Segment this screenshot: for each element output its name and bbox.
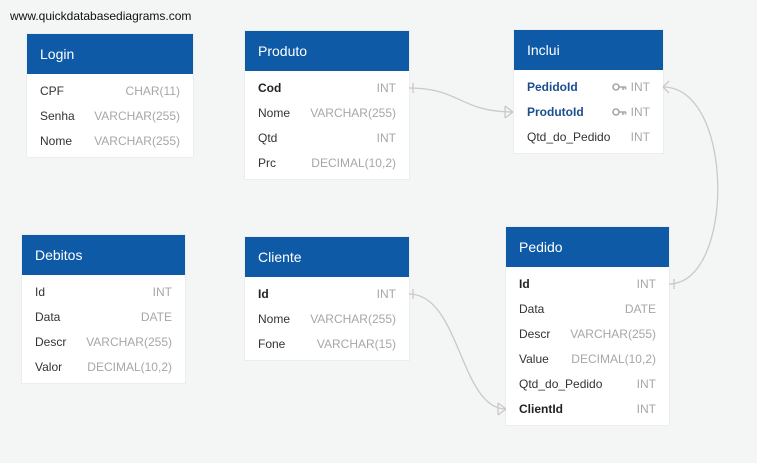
field-row[interactable]: PedidoId INT [514,75,663,100]
field-row[interactable]: Descr VARCHAR(255) [22,330,185,355]
field-name: PedidoId [527,80,578,94]
field-row[interactable]: Cod INT [245,76,409,101]
field-name: CPF [40,84,64,98]
field-name: Descr [519,327,551,341]
link-produto-inclui [408,87,514,113]
field-row[interactable]: CPF CHAR(11) [27,79,193,104]
field-type: DECIMAL(10,2) [87,360,172,374]
field-type: VARCHAR(15) [316,337,396,351]
link-pedido-many-marker [497,402,507,416]
table-title: Debitos [22,235,185,275]
field-type: INT [376,81,396,95]
field-name: Id [519,277,530,291]
table-title: Login [27,34,193,74]
field-type: DATE [140,310,172,324]
table-title: Inclui [514,30,663,70]
field-row[interactable]: Qtd_do_Pedido INT [506,372,669,397]
field-name: ClientId [519,402,563,416]
field-row[interactable]: Fone VARCHAR(15) [245,332,409,357]
field-row[interactable]: Id INT [22,280,185,305]
field-name: Cod [258,81,282,95]
table-cliente[interactable]: Cliente Id INT Nome VARCHAR(255) Fone VARCH… [245,237,409,360]
field-row[interactable]: Nome VARCHAR(255) [245,101,409,126]
field-type: DECIMAL(10,2) [571,352,656,366]
field-type: VARCHAR(255) [94,109,180,123]
field-row[interactable]: Senha VARCHAR(255) [27,104,193,129]
field-name: Value [519,352,549,366]
field-type: INT [152,285,172,299]
key-icon [611,100,627,125]
field-type: INT [630,105,650,119]
field-name: Id [35,285,46,299]
field-type: VARCHAR(255) [310,106,396,120]
field-name: Nome [258,106,291,120]
field-row[interactable]: Data DATE [506,297,669,322]
field-type: INT [636,277,656,291]
field-type: INT [376,131,396,145]
field-row[interactable]: Prc DECIMAL(10,2) [245,151,409,176]
field-row[interactable]: Data DATE [22,305,185,330]
link-cliente-pedido [408,293,507,410]
field-row[interactable]: Id INT [245,282,409,307]
link-pedido-inclui [662,86,719,285]
field-type: INT [376,287,396,301]
field-name: Descr [35,335,67,349]
field-name: Id [258,287,269,301]
field-type-with-key: INT [611,100,650,125]
field-name: Data [35,310,61,324]
table-title: Produto [245,31,409,71]
table-debitos[interactable]: Debitos Id INT Data DATE Descr VARCHAR(255)… [22,235,185,383]
field-type: INT [630,80,650,94]
field-row[interactable]: Nome VARCHAR(255) [27,129,193,154]
table-title: Cliente [245,237,409,277]
field-type: VARCHAR(255) [310,312,396,326]
field-name: Nome [258,312,291,326]
field-type: VARCHAR(255) [570,327,656,341]
field-row[interactable]: Qtd_do_Pedido INT [514,125,663,150]
field-type: DATE [624,302,656,316]
field-type: INT [636,377,656,391]
link-inclui-pedido-many-marker [662,80,670,94]
field-type: VARCHAR(255) [94,134,180,148]
field-row[interactable]: Value DECIMAL(10,2) [506,347,669,372]
field-name: Qtd_do_Pedido [527,130,611,144]
field-type-with-key: INT [611,75,650,100]
field-name: Prc [258,156,276,170]
field-type: INT [630,130,650,144]
field-type: VARCHAR(255) [86,335,172,349]
field-row[interactable]: Descr VARCHAR(255) [506,322,669,347]
table-title: Pedido [506,227,669,267]
link-inclui-many-marker [504,105,514,119]
field-name: Valor [35,360,63,374]
field-name: Nome [40,134,73,148]
field-type: INT [636,402,656,416]
field-row[interactable]: Qtd INT [245,126,409,151]
field-row[interactable]: ClientId INT [506,397,669,422]
field-row[interactable]: Nome VARCHAR(255) [245,307,409,332]
watermark: www.quickdatabasediagrams.com [10,9,192,23]
field-row[interactable]: Valor DECIMAL(10,2) [22,355,185,380]
field-type: DECIMAL(10,2) [311,156,396,170]
field-row[interactable]: ProdutoId INT [514,100,663,125]
field-name: Data [519,302,545,316]
field-name: Fone [258,337,286,351]
field-name: Senha [40,109,75,123]
field-name: Qtd_do_Pedido [519,377,603,391]
field-name: Qtd [258,131,278,145]
field-row[interactable]: Id INT [506,272,669,297]
key-icon [611,75,627,100]
field-name: ProdutoId [527,105,584,119]
field-type: CHAR(11) [125,84,180,98]
